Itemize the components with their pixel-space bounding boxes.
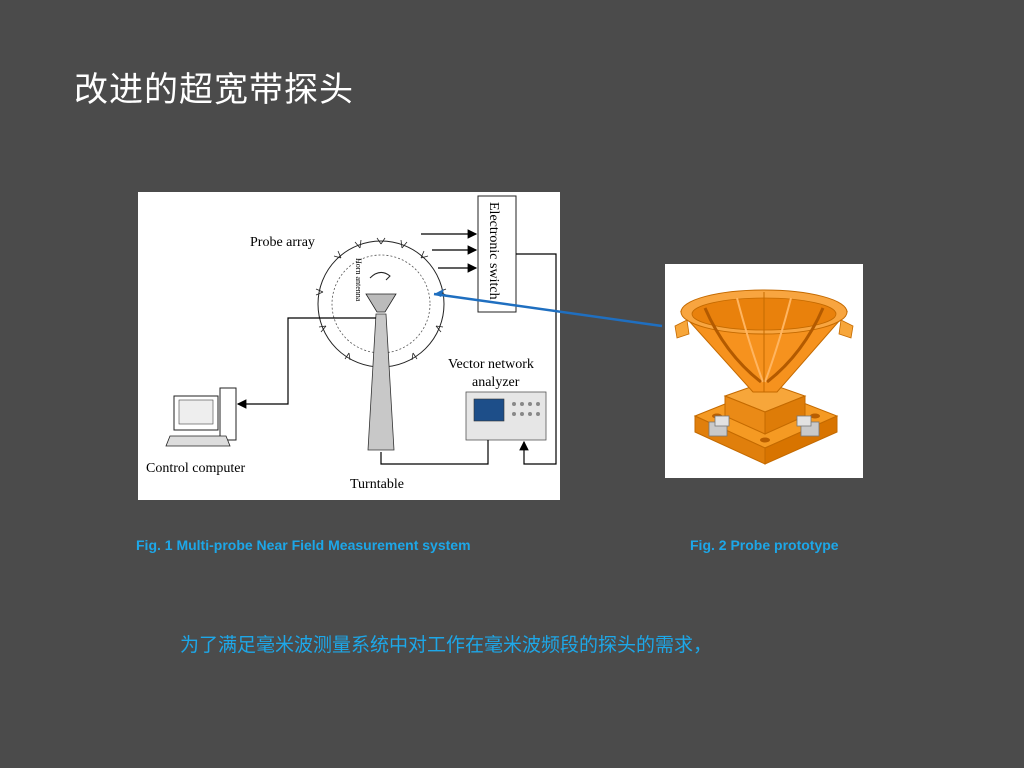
control-computer-label: Control computer (146, 461, 245, 476)
vna-label-line2: analyzer (472, 375, 520, 390)
probe-prototype-image (665, 264, 863, 478)
horn-antenna (365, 293, 397, 313)
turntable-pedestal (367, 313, 395, 451)
probe-array-label: Probe array (250, 235, 315, 250)
slide-footer-text: 为了满足毫米波测量系统中对工作在毫米波频段的探头的需求， (180, 634, 713, 656)
sma-connector-left (708, 415, 730, 437)
figure1-caption: Fig. 1 Multi-probe Near Field Measuremen… (136, 537, 471, 553)
vna-label-line1: Vector network (448, 357, 534, 372)
switch-input-arrows (421, 229, 478, 273)
sma-connector-right (796, 415, 820, 437)
control-computer-icon (165, 387, 237, 447)
system-diagram-svg: Horn antenna Electronic switch Vector ne… (146, 195, 557, 492)
turntable-label: Turntable (350, 477, 404, 492)
rotation-arrow (369, 272, 391, 281)
electronic-switch-label: Electronic switch (486, 202, 501, 300)
vna-to-turntable-line (380, 440, 489, 465)
slide-title: 改进的超宽带探头 (74, 70, 354, 110)
switch-to-vna-line (516, 253, 557, 465)
measurement-system-diagram: Horn antenna Electronic switch Vector ne… (138, 192, 560, 500)
figure2-caption: Fig. 2 Probe prototype (690, 537, 839, 553)
vna-screen (473, 398, 505, 422)
horn-antenna-label: Horn antenna (354, 258, 363, 302)
vna-knobs (512, 402, 540, 416)
probe-prototype-svg (674, 289, 854, 465)
turntable-to-computer-line (236, 317, 376, 409)
